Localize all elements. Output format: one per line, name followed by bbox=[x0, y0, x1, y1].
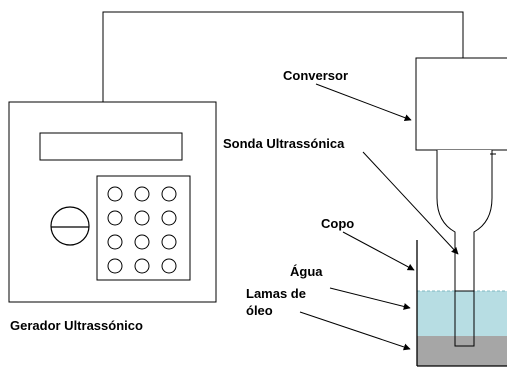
arrow-water bbox=[329, 287, 411, 310]
label-generator: Gerador Ultrassónico bbox=[10, 318, 143, 333]
arrow-cup bbox=[342, 231, 415, 271]
keypad-button bbox=[161, 210, 177, 226]
arrow-probe bbox=[362, 151, 459, 255]
ultrasonic-generator bbox=[8, 101, 217, 303]
arrow-converter bbox=[315, 83, 412, 122]
oil-sludge-layer bbox=[417, 336, 507, 366]
probe-tip bbox=[454, 290, 475, 347]
label-probe: Sonda Ultrassónica bbox=[223, 136, 345, 151]
keypad-button bbox=[161, 186, 177, 202]
keypad-button bbox=[107, 210, 123, 226]
arrow-sludge bbox=[299, 311, 411, 351]
keypad-buttons bbox=[107, 186, 177, 274]
cable-line bbox=[102, 11, 464, 102]
keypad-button bbox=[134, 210, 150, 226]
label-sludge-line2: óleo bbox=[246, 303, 273, 318]
generator-knob bbox=[50, 206, 90, 246]
label-converter: Conversor bbox=[283, 68, 348, 83]
keypad-button bbox=[107, 258, 123, 274]
label-cup: Copo bbox=[321, 216, 354, 231]
keypad-button bbox=[161, 258, 177, 274]
keypad-button bbox=[134, 186, 150, 202]
keypad-button bbox=[134, 258, 150, 274]
converter-body bbox=[415, 57, 507, 151]
keypad-button bbox=[107, 186, 123, 202]
generator-display bbox=[39, 132, 183, 161]
label-sludge-line1: Lamas de bbox=[246, 286, 306, 301]
keypad-button bbox=[134, 234, 150, 250]
label-water: Água bbox=[290, 264, 323, 279]
keypad-button bbox=[161, 234, 177, 250]
keypad-button bbox=[107, 234, 123, 250]
water-layer bbox=[417, 291, 507, 336]
